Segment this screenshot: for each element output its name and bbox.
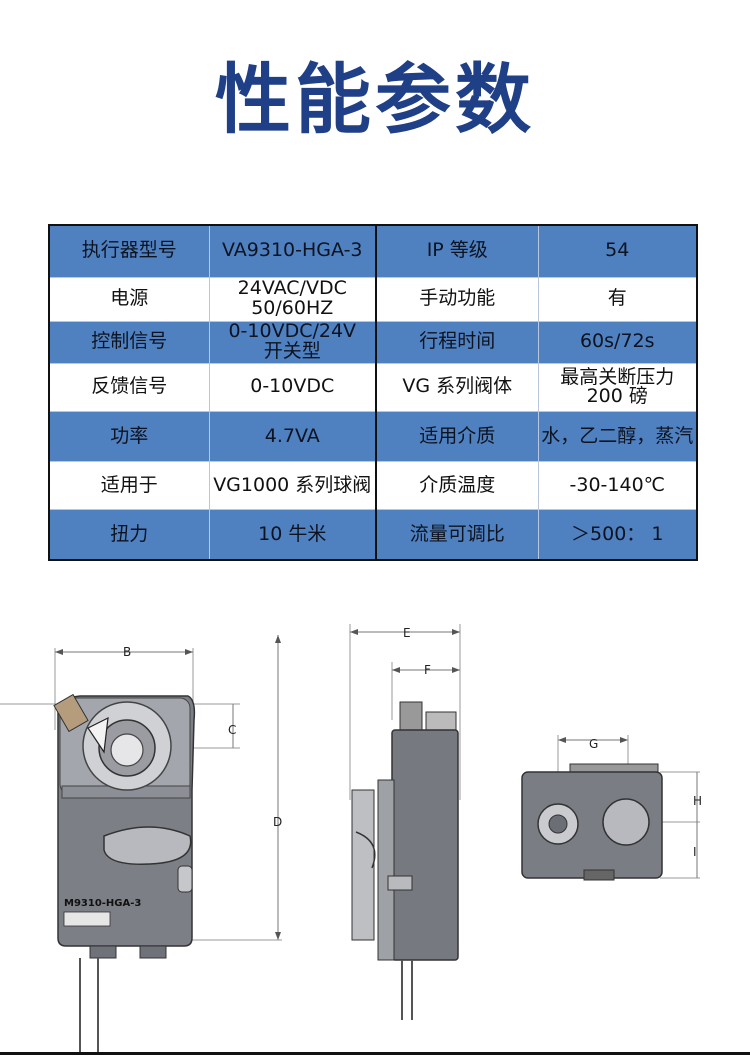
spec-cell-text: 54 xyxy=(605,239,630,262)
spec-label-cell: 功率 xyxy=(48,411,210,463)
bottom-view: G H I xyxy=(521,735,702,881)
spec-cell-text: 扭力 xyxy=(110,522,149,545)
spec-cell-text: 介质温度 xyxy=(419,473,496,496)
spec-label-cell: 扭力 xyxy=(48,509,210,561)
spec-cell-text: 开关型 xyxy=(263,340,321,363)
spec-cell-text: 24VAC/VDC xyxy=(237,277,347,300)
dim-label-b: B xyxy=(123,645,131,659)
spec-label-cell: 执行器型号 xyxy=(48,224,210,278)
spec-cell-text: 200 磅 xyxy=(586,385,648,408)
dim-label-d: D xyxy=(273,815,282,829)
spec-cell-text: 反馈信号 xyxy=(91,375,168,398)
spec-label-cell: 反馈信号 xyxy=(48,362,210,413)
spec-cell-text: 控制信号 xyxy=(91,330,168,353)
spec-cell-text: 50/60HZ xyxy=(251,297,334,320)
spec-value-cell: 54 xyxy=(537,224,698,278)
spec-value-cell: 4.7VA xyxy=(208,411,377,463)
spec-value-cell: ＞500： 1 xyxy=(537,509,698,561)
spec-cell-text: ＞500： 1 xyxy=(571,522,664,545)
table-row: 适用于 VG1000 系列球阀 介质温度 -30-140℃ xyxy=(48,461,698,511)
spec-value-cell: 10 牛米 xyxy=(208,509,377,561)
bottom-divider xyxy=(0,1052,750,1055)
dim-label-e: E xyxy=(403,626,411,640)
spec-cell-text: VG1000 系列球阀 xyxy=(213,473,372,496)
model-label: M9310-HGA-3 xyxy=(64,898,141,909)
dimension-drawings: B D C M9310-HGA-3 xyxy=(0,600,750,1055)
spec-value-cell: VA9310-HGA-3 xyxy=(208,224,377,278)
dim-label-c: C xyxy=(228,723,236,737)
spec-value-cell: 有 xyxy=(537,276,698,322)
spec-cell-text: 最高关断压力 xyxy=(560,365,675,388)
spec-label-cell: VG 系列阀体 xyxy=(375,362,539,413)
spec-cell-text: 0-10VDC xyxy=(250,375,335,398)
spec-cell-text: -30-140℃ xyxy=(569,473,666,496)
spec-cell-text: VA9310-HGA-3 xyxy=(221,239,363,262)
spec-value-cell: 水，乙二醇，蒸汽 xyxy=(537,411,698,463)
spec-cell-text: 水，乙二醇，蒸汽 xyxy=(541,424,694,447)
spec-cell-text: 10 牛米 xyxy=(258,522,327,545)
spec-cell-text: 有 xyxy=(607,287,627,310)
dimension-drawings-svg: B D C M9310-HGA-3 xyxy=(0,624,702,1055)
spec-value-cell: 0-10VDC xyxy=(208,362,377,413)
spec-cell-text: 行程时间 xyxy=(419,330,496,353)
spec-label-cell: 控制信号 xyxy=(48,320,210,364)
table-row: 功率 4.7VA 适用介质 水，乙二醇，蒸汽 xyxy=(48,411,698,463)
dim-label-i: I xyxy=(693,845,697,859)
spec-cell-text: 适用于 xyxy=(100,473,158,496)
side-view: E F xyxy=(349,624,461,1020)
spec-cell-text: VG 系列阀体 xyxy=(402,375,513,398)
dim-label-h: H xyxy=(693,794,702,808)
dim-label-g: G xyxy=(589,737,598,751)
spec-value-cell: VG1000 系列球阀 xyxy=(208,461,377,511)
spec-cell-text: 0-10VDC/24V xyxy=(228,321,357,343)
spec-label-cell: 适用于 xyxy=(48,461,210,511)
table-row: 执行器型号 VA9310-HGA-3 IP 等级 54 xyxy=(48,224,698,278)
spec-cell-text: 执行器型号 xyxy=(81,239,177,262)
spec-label-cell: IP 等级 xyxy=(375,224,539,278)
spec-label-cell: 适用介质 xyxy=(375,411,539,463)
spec-label-cell: 手动功能 xyxy=(375,276,539,322)
spec-label-cell: 行程时间 xyxy=(375,320,539,364)
spec-cell-text: 功率 xyxy=(110,424,149,447)
spec-cell-text: 60s/72s xyxy=(579,330,655,353)
spec-cell-text: 4.7VA xyxy=(264,424,320,447)
spec-label-cell: 电源 xyxy=(48,276,210,322)
spec-cell-text: 适用介质 xyxy=(419,424,496,447)
spec-cell-text: IP 等级 xyxy=(426,239,488,262)
spec-cell-text: 流量可调比 xyxy=(409,522,505,545)
page-title: 性能参数 xyxy=(215,55,535,144)
table-row: 扭力 10 牛米 流量可调比 ＞500： 1 xyxy=(48,509,698,561)
spec-label-cell: 流量可调比 xyxy=(375,509,539,561)
spec-cell-text: 手动功能 xyxy=(419,287,496,310)
front-view: B D C M9310-HGA-3 xyxy=(0,635,282,1055)
spec-value-cell: -30-140℃ xyxy=(537,461,698,511)
spec-cell-text: 电源 xyxy=(110,287,149,310)
dim-label-f: F xyxy=(424,663,431,677)
spec-label-cell: 介质温度 xyxy=(375,461,539,511)
spec-value-cell: 60s/72s xyxy=(537,320,698,364)
